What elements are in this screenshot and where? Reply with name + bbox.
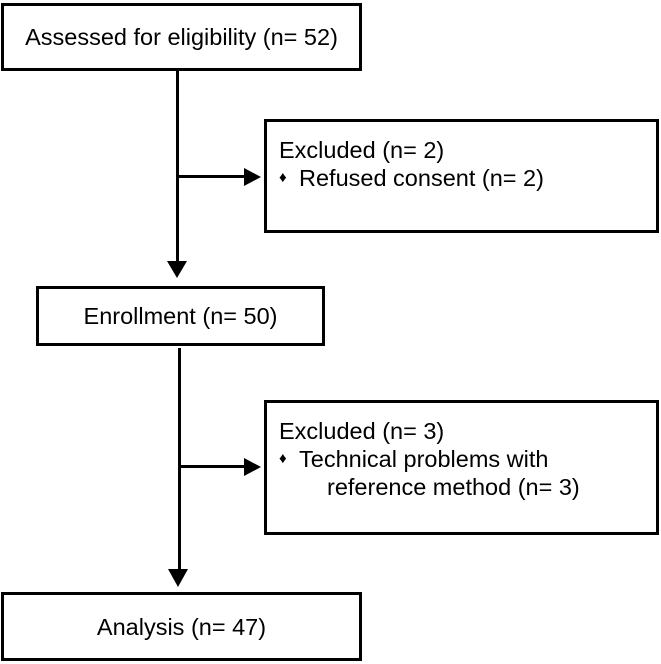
arrow-assessed-to-enrollment-line (176, 71, 179, 262)
excluded-bottom-bullet: ♦ Technical problems with reference meth… (279, 445, 650, 501)
excluded-top-bullet-text: Refused consent (n= 2) (299, 165, 544, 191)
arrowhead-down-icon (168, 569, 188, 587)
arrowhead-down-icon (167, 261, 187, 278)
arrow-enrollment-to-excluded-bottom-line (180, 465, 245, 468)
flow-node-excluded-bottom: Excluded (n= 3) ♦ Technical problems wit… (264, 400, 659, 535)
flow-node-analysis: Analysis (n= 47) (1, 592, 362, 661)
flow-node-assessed: Assessed for eligibility (n= 52) (1, 3, 362, 71)
excluded-bottom-content: Excluded (n= 3) ♦ Technical problems wit… (267, 403, 656, 501)
diamond-bullet-icon: ♦ (279, 450, 287, 467)
excluded-bottom-bullet-text: Technical problems with reference method… (299, 446, 580, 500)
excluded-top-content: Excluded (n= 2) ♦ Refused consent (n= 2) (267, 122, 656, 192)
enrollment-label: Enrollment (n= 50) (83, 303, 278, 329)
arrow-enrollment-to-analysis-line (178, 348, 181, 570)
assessed-label: Assessed for eligibility (n= 52) (25, 24, 338, 50)
excluded-top-title: Excluded (n= 2) (279, 137, 445, 163)
flow-node-excluded-top: Excluded (n= 2) ♦ Refused consent (n= 2) (264, 119, 659, 233)
arrowhead-right-icon (244, 168, 261, 186)
excluded-bottom-title: Excluded (n= 3) (279, 418, 445, 444)
analysis-label: Analysis (n= 47) (96, 613, 267, 640)
arrow-assessed-to-excluded-top-line (177, 175, 245, 178)
excluded-top-bullet: ♦ Refused consent (n= 2) (279, 164, 650, 192)
flow-node-enrollment: Enrollment (n= 50) (36, 286, 325, 346)
arrowhead-right-icon (244, 458, 261, 476)
diamond-bullet-icon: ♦ (279, 169, 287, 186)
